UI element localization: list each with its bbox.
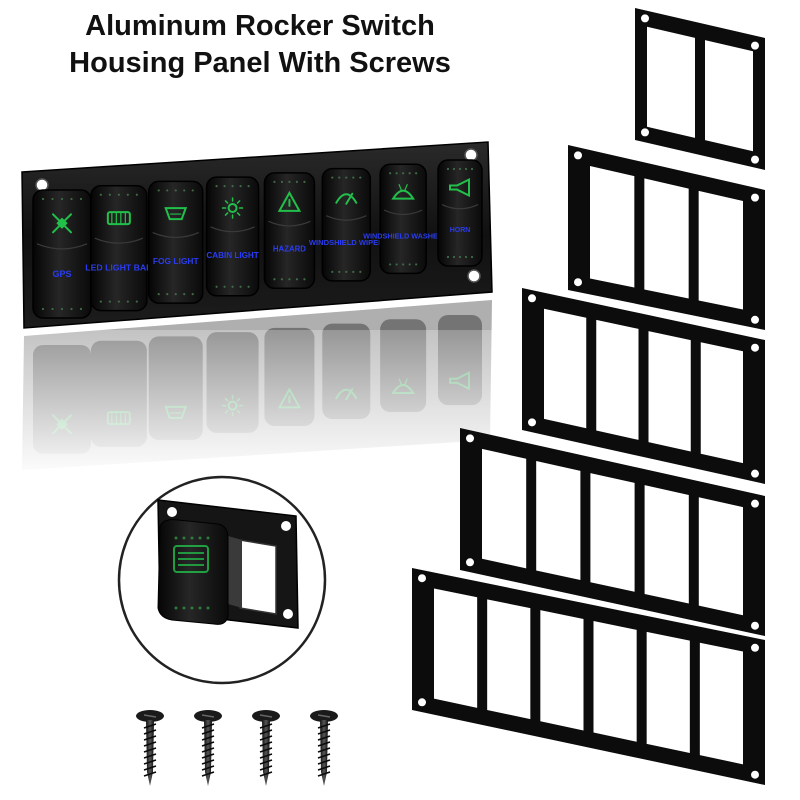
switch-label: WINDSHIELD WASHER xyxy=(363,232,444,241)
switch-label: HAZARD xyxy=(273,244,306,253)
screw xyxy=(252,710,280,786)
mounting-hole xyxy=(464,148,478,162)
switch-slot xyxy=(536,460,581,581)
rocker-switch: FOG LIGHT xyxy=(147,180,204,304)
mounting-hole xyxy=(167,507,177,517)
horn-icon xyxy=(449,177,470,198)
switch-slot xyxy=(590,473,635,592)
mounting-hole xyxy=(528,418,536,427)
led-light-bar-icon xyxy=(106,211,131,226)
mounting-hole xyxy=(418,698,426,707)
switch-slot xyxy=(596,319,639,440)
mounting-hole xyxy=(283,609,293,619)
housing-panel xyxy=(568,145,765,330)
switch-slot xyxy=(644,485,689,604)
mounting-hole xyxy=(574,151,582,160)
housing-panel xyxy=(635,8,765,170)
switch-slot xyxy=(705,40,753,152)
switch-label: CABIN LIGHT xyxy=(206,251,258,260)
switch-slot xyxy=(648,331,691,452)
switch-slot xyxy=(544,308,587,429)
screw xyxy=(136,710,164,786)
mounting-hole xyxy=(751,643,759,652)
rocker-switch: LED LIGHT BAR xyxy=(85,184,153,312)
mounting-hole xyxy=(418,574,426,583)
mounting-hole xyxy=(751,343,759,352)
switch-slot xyxy=(698,190,743,310)
switch-slot xyxy=(698,497,743,616)
switch-slot xyxy=(482,448,527,569)
screw xyxy=(310,710,338,786)
rocker-switch: WINDSHIELD WIPER xyxy=(309,167,384,282)
switch-slot xyxy=(700,342,743,464)
title-line-2: Housing Panel With Screws xyxy=(69,47,451,79)
hazard-icon xyxy=(277,190,302,212)
housing-panel xyxy=(522,288,765,484)
switch-slot xyxy=(590,166,635,288)
gps-satellite-icon xyxy=(52,213,72,234)
mounting-hole xyxy=(574,278,582,287)
screws-set xyxy=(136,710,338,786)
screw xyxy=(194,710,222,786)
mounting-hole xyxy=(466,434,474,443)
rocker-switch: HAZARD xyxy=(263,172,316,290)
mounting-hole xyxy=(751,315,759,324)
switch-slot xyxy=(487,599,531,720)
mounting-hole xyxy=(751,41,759,50)
mounting-hole xyxy=(751,621,759,630)
empty-slot xyxy=(239,539,277,615)
led-light-bar-icon xyxy=(173,545,209,573)
housing-panels xyxy=(412,8,765,785)
switch-label: LED LIGHT BAR xyxy=(85,263,153,273)
mounting-hole xyxy=(35,178,49,192)
switch-slot xyxy=(434,588,478,708)
mounting-hole xyxy=(466,558,474,567)
mounting-hole xyxy=(751,469,759,478)
product-title: Aluminum Rocker Switch Housing Panel Wit… xyxy=(20,8,500,82)
housing-panel xyxy=(412,568,765,785)
mounting-hole xyxy=(751,770,759,779)
housing-panel xyxy=(460,428,765,636)
rocker-switch: WINDSHIELD WASHER xyxy=(363,163,444,275)
fog-lights-icon xyxy=(164,207,188,221)
title-line-1: Aluminum Rocker Switch xyxy=(85,10,435,42)
mounting-hole xyxy=(751,155,759,164)
switch-slot xyxy=(646,631,690,754)
rocker-switch: GPS xyxy=(32,189,92,319)
rocker-switch: HORN xyxy=(437,159,483,267)
panel-reflection xyxy=(0,300,510,480)
switch-slot xyxy=(699,642,743,765)
switch-slot xyxy=(593,621,637,742)
mounting-hole xyxy=(641,128,649,137)
switch-label: WINDSHIELD WIPER xyxy=(309,238,384,247)
switch-slot xyxy=(644,178,689,299)
mounting-hole xyxy=(751,193,759,202)
windshield-wiper-icon xyxy=(335,192,358,205)
windshield-washer-icon xyxy=(391,184,415,200)
mounting-hole xyxy=(467,269,481,283)
mounting-hole xyxy=(641,14,649,23)
switch-slot xyxy=(540,610,584,731)
cabin-light-icon xyxy=(221,197,244,219)
mounting-hole xyxy=(281,521,291,531)
single-switch-closeup xyxy=(117,475,327,685)
mounting-hole xyxy=(528,294,536,303)
switch-label: HORN xyxy=(450,227,471,234)
switch-label: GPS xyxy=(52,269,71,279)
rocker-switch: CABIN LIGHT xyxy=(205,176,260,297)
mounting-hole xyxy=(751,499,759,508)
switch-label: FOG LIGHT xyxy=(153,256,200,266)
switch-slot xyxy=(647,26,695,138)
